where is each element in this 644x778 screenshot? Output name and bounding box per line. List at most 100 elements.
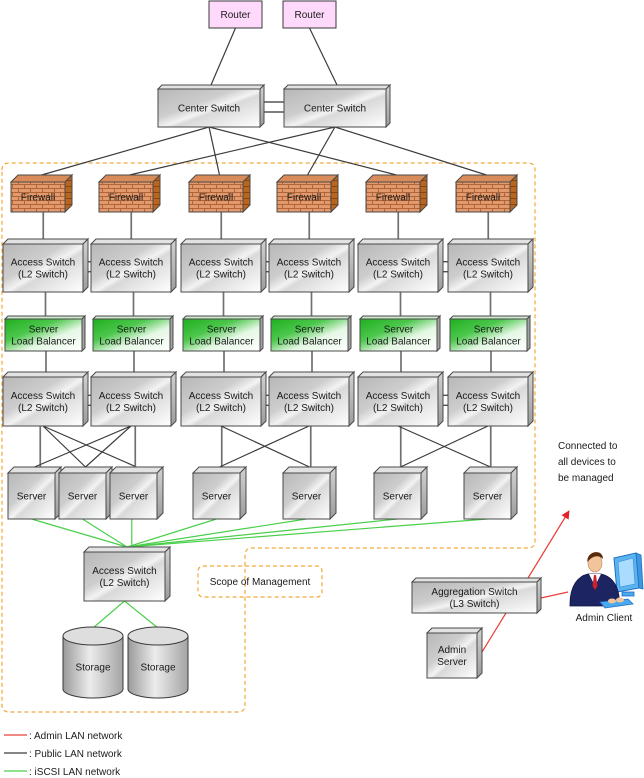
front-face [463, 472, 512, 520]
storage-label: Storage [140, 663, 175, 674]
person-at-computer-icon [569, 552, 644, 609]
iscsi-lan-link [126, 518, 488, 548]
storage-access-switch-label: (L2 Switch) [99, 578, 149, 589]
top-face [267, 371, 356, 378]
public-lan-link [219, 425, 310, 468]
legend-label: : iSCSI LAN network [29, 767, 121, 778]
scope-of-management-boundary [1, 162, 536, 713]
legend-label: : Admin LAN network [29, 731, 123, 742]
load-balancer-icon [181, 314, 265, 353]
side-face [509, 173, 518, 214]
storage-cylinder-icon [127, 626, 189, 699]
firewall: Firewall [454, 173, 519, 214]
access-switch: Access Switch(L2 Switch) [89, 370, 178, 428]
access-switch-label: Access Switch [99, 391, 163, 402]
access-switch-label: (L2 Switch) [18, 270, 68, 281]
access-switch-label: (L2 Switch) [284, 270, 334, 281]
legend-item-admin-lan: : Admin LAN network [4, 731, 123, 742]
top-face [82, 546, 172, 553]
side-face [152, 173, 161, 214]
annotation-line-1: Connected to [558, 441, 618, 452]
access-switch-icon [267, 370, 356, 428]
admin-lan-link [540, 591, 569, 599]
legend-item-public-lan: : Public LAN network [4, 749, 123, 760]
top-face [97, 174, 162, 183]
side-face [527, 237, 534, 294]
router-icon [208, 0, 263, 29]
side-face [510, 465, 518, 521]
front-face [357, 243, 439, 293]
storage-label: Storage [75, 663, 110, 674]
front-face [282, 472, 331, 520]
center-switch-icon [282, 83, 392, 129]
front-face [283, 88, 387, 128]
front-face [276, 181, 332, 213]
top-face [6, 466, 63, 474]
annotation-line-3: be managed [558, 473, 614, 484]
top-face [57, 466, 114, 474]
access-switch-icon [356, 370, 445, 428]
access-switch-icon [356, 237, 445, 294]
side-face [348, 370, 355, 428]
access-switch: Access Switch(L2 Switch) [1, 370, 90, 428]
top-face [364, 174, 429, 183]
front-face [365, 181, 421, 213]
brick-wall-icon [187, 173, 252, 214]
legend: : Admin LAN network : Public LAN network… [4, 731, 123, 778]
front-face [2, 243, 84, 293]
iscsi-lan-link [31, 518, 128, 548]
server-load-balancer-label: Load Balancer [456, 337, 521, 348]
side-face [536, 576, 542, 615]
public-lan-link [308, 27, 338, 86]
side-face [437, 237, 444, 294]
access-switch-label: (L2 Switch) [463, 270, 513, 281]
access-switch-label: (L2 Switch) [373, 403, 423, 414]
admin-server-label: Admin [438, 645, 466, 656]
top-face [187, 174, 252, 183]
front-face [83, 551, 166, 602]
brick-wall-icon [454, 173, 519, 214]
router-label: Router [220, 10, 251, 21]
firewall: Firewall [364, 173, 429, 214]
access-switch-label: Access Switch [277, 258, 341, 269]
access-switch: Access Switch(L2 Switch) [356, 370, 445, 428]
aggregation-switch-label: Aggregation Switch [431, 587, 517, 598]
front-face [455, 181, 511, 213]
access-switch: Access Switch(L2 Switch) [1, 237, 90, 294]
firewall: Firewall [275, 173, 340, 214]
side-face [64, 173, 73, 214]
side-face [170, 370, 177, 428]
front-face [447, 243, 529, 293]
access-switch-label: Access Switch [189, 391, 253, 402]
server-load-balancer-label: Server [29, 325, 59, 336]
server-load-balancer-label: Load Balancer [366, 337, 431, 348]
access-switch-label: (L2 Switch) [18, 403, 68, 414]
server-label: Server [119, 492, 149, 503]
router-icon [282, 0, 337, 29]
server-load-balancer-label: Load Balancer [277, 337, 342, 348]
brick-wall-icon [9, 173, 74, 214]
access-switch-label: (L2 Switch) [196, 403, 246, 414]
side-face [239, 465, 247, 521]
access-switch: Access Switch(L2 Switch) [356, 237, 445, 294]
side-face [476, 626, 483, 680]
access-switch: Access Switch(L2 Switch) [89, 237, 178, 294]
side-face [329, 465, 337, 521]
storage-access-switch-icon [82, 545, 172, 603]
top-face [156, 84, 266, 90]
front-face [449, 318, 528, 352]
access-switch-label: Access Switch [11, 391, 75, 402]
front-face [7, 472, 56, 520]
brick-wall-icon [275, 173, 340, 214]
firewall-label: Firewall [199, 193, 233, 204]
front-face [192, 472, 241, 520]
scope-label-box: Scope of Management [197, 565, 323, 598]
access-switch-icon [1, 370, 90, 428]
front-face [447, 376, 529, 427]
router-label: Router [294, 10, 325, 21]
access-switch-icon [1, 237, 90, 294]
